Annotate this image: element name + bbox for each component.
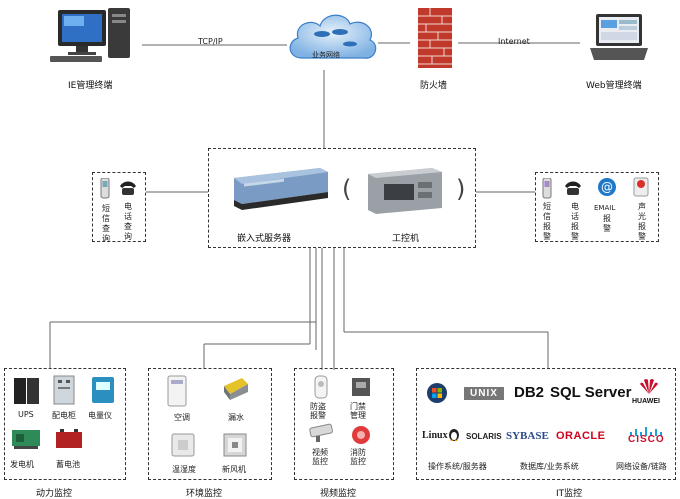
cabinet-label: 配电柜 (52, 411, 76, 420)
video-title: 视频监控 (320, 489, 357, 499)
huawei-logo-text: HUAWEI (632, 398, 660, 405)
industrial-pc-icon (362, 164, 448, 216)
anti-theft-label: 防盗报警 (310, 402, 326, 420)
it-monitor-box (416, 368, 676, 480)
power-monitor-box (4, 368, 126, 480)
fire-alarm-icon (350, 424, 372, 446)
meter-label: 电量仪 (88, 411, 112, 420)
temp-humidity-label: 温湿度 (172, 465, 196, 474)
temp-humidity-sensor-icon (170, 432, 196, 458)
email-label: EMAIL (594, 204, 616, 212)
water-leak-sensor-icon (222, 376, 250, 402)
email-alarm-label: 报警 (603, 214, 611, 233)
cisco-bars-icon (628, 422, 668, 436)
battery-icon (54, 428, 84, 450)
fresh-air-unit-icon (222, 432, 248, 458)
sound-light-alarm-label: 声光报警 (638, 202, 646, 241)
query-box (92, 172, 146, 242)
motion-detector-icon (312, 374, 330, 400)
phone-alarm-label: 电话报警 (571, 202, 579, 241)
laptop-icon (584, 10, 654, 66)
air-conditioner-icon (166, 375, 188, 407)
video-monitor-box (294, 368, 394, 480)
video-monitor-label: 视频监控 (312, 448, 328, 466)
it-net-label: 网络设备/链路 (616, 462, 667, 471)
firewall-label: 防火墙 (420, 81, 448, 91)
sms-alarm-label: 短信报警 (543, 202, 551, 241)
env-title: 环境监控 (186, 489, 223, 499)
ups-label: UPS (18, 410, 34, 419)
sybase-logo: SYBASE (506, 430, 549, 442)
ups-icon (12, 376, 40, 406)
firewall-icon (412, 4, 458, 72)
rack-server-icon (224, 162, 334, 220)
email-icon: @ (597, 177, 617, 197)
it-os-label: 操作系统/服务器 (428, 462, 487, 471)
battery-label: 蓄电池 (56, 460, 80, 469)
windows-logo-icon (426, 382, 448, 404)
embedded-server-label: 嵌入式服务器 (237, 234, 292, 244)
business-network-cloud (284, 8, 380, 70)
ac-label: 空调 (174, 413, 190, 422)
web-terminal-label: Web管理终端 (586, 81, 642, 91)
huawei-logo-icon (632, 376, 666, 398)
tux-icon (448, 426, 460, 442)
industrial-pc-label: 工控机 (392, 234, 420, 244)
generator-label: 发电机 (10, 460, 34, 469)
generator-icon (10, 426, 42, 450)
server-group-box (208, 148, 476, 248)
access-control-label: 门禁管理 (350, 402, 366, 420)
power-title: 动力监控 (36, 489, 73, 499)
alarm-light-icon (633, 176, 649, 198)
alarm-box (535, 172, 659, 242)
db2-logo: DB2 (514, 384, 545, 401)
paren-left: ( (342, 175, 352, 203)
cisco-logo: CISCO (628, 434, 665, 445)
env-monitor-box (148, 368, 272, 480)
solaris-logo: SOLARIS (466, 432, 502, 441)
mobile-phone-icon (100, 177, 110, 200)
oracle-logo: ORACLE (556, 430, 606, 442)
cloud-label: 业务网络 (312, 51, 340, 59)
ie-terminal-label: IE管理终端 (68, 81, 113, 91)
linux-logo: Linux (422, 430, 448, 441)
phone-query-label: 电话查询 (124, 202, 132, 241)
internet-label: Internet (498, 37, 530, 46)
it-title: IT监控 (556, 489, 583, 499)
fire-label: 消防监控 (350, 448, 366, 466)
telephone-icon (118, 180, 138, 196)
unix-logo: UNIX (464, 387, 504, 400)
tcpip-label: TCP/IP (198, 37, 223, 46)
desktop-computer-icon (46, 6, 140, 66)
svg-text:@: @ (601, 180, 613, 194)
mobile-phone-icon (542, 177, 552, 200)
paren-right: ) (456, 175, 466, 203)
sqlserver-logo: SQL Server (550, 384, 632, 401)
leak-label: 漏水 (228, 413, 244, 422)
telephone-icon (563, 180, 583, 196)
distribution-cabinet-icon (52, 375, 76, 405)
access-control-icon (350, 376, 372, 398)
sms-query-label: 短信查询 (102, 204, 110, 243)
fresh-air-label: 新风机 (222, 465, 246, 474)
it-db-label: 数据库/业务系统 (520, 462, 579, 471)
power-meter-icon (90, 375, 116, 405)
security-camera-icon (306, 422, 338, 444)
